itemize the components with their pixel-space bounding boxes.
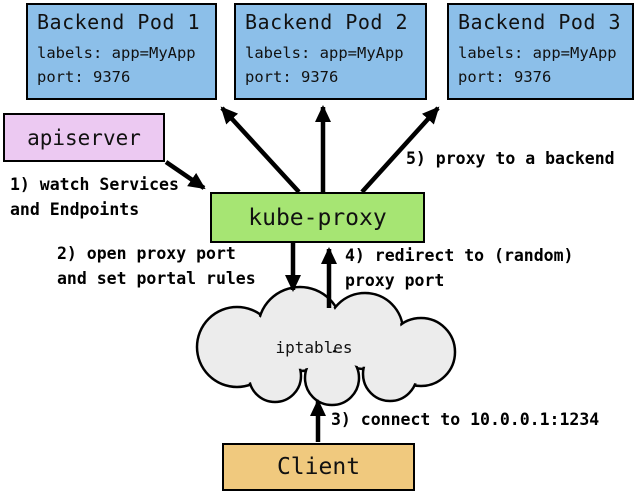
arrow-kube-proxy-to-pod1 [220,106,301,194]
annotation-step1-watch-services: 1) watch Services and Endpoints [10,172,179,222]
step4-line2: proxy port [345,271,445,290]
step4-line1: 4) redirect to (random) [345,246,574,265]
pod2-port: port: 9376 [245,68,339,86]
annotation-step4-redirect: 4) redirect to (random) proxy port [345,243,573,293]
pod1-title: Backend Pod 1 [37,10,201,34]
node-backend-pod-3: Backend Pod 3 labels: app=MyApp port: 93… [447,3,634,100]
kube-proxy-title: kube-proxy [248,204,387,231]
step1-line1: 1) watch Services [10,175,179,194]
pod3-port: port: 9376 [458,68,552,86]
pod1-port: port: 9376 [37,68,131,86]
step5-line1: 5) proxy to a backend [406,149,615,168]
step2-line1: 2) open proxy port [57,244,236,263]
iptables-cloud [195,285,457,407]
annotation-step5-proxy-to-backend: 5) proxy to a backend [406,146,615,171]
apiserver-title: apiserver [27,125,141,150]
pod2-labels: labels: app=MyApp [245,44,404,62]
node-backend-pod-1: Backend Pod 1 labels: app=MyApp port: 93… [26,3,217,100]
step2-line2: and set portal rules [57,269,256,288]
pod1-labels: labels: app=MyApp [37,44,196,62]
node-apiserver: apiserver [3,113,165,162]
node-kube-proxy: kube-proxy [210,192,425,243]
node-backend-pod-2: Backend Pod 2 labels: app=MyApp port: 93… [234,3,427,100]
node-client: Client [222,443,415,491]
arrow-apiserver-to-kube-proxy [164,160,206,190]
step3-line1: 3) connect to 10.0.0.1:1234 [331,410,600,429]
iptables-cloud-label: iptables [275,338,353,357]
annotation-step3-connect: 3) connect to 10.0.0.1:1234 [331,407,599,432]
arrow-kube-proxy-to-pod3 [360,106,440,194]
pod3-labels: labels: app=MyApp [458,44,617,62]
annotation-step2-open-proxy-port: 2) open proxy port and set portal rules [57,241,256,291]
pod3-title: Backend Pod 3 [458,10,622,34]
step1-line2: and Endpoints [10,200,140,219]
pod2-title: Backend Pod 2 [245,10,409,34]
client-title: Client [276,454,361,480]
